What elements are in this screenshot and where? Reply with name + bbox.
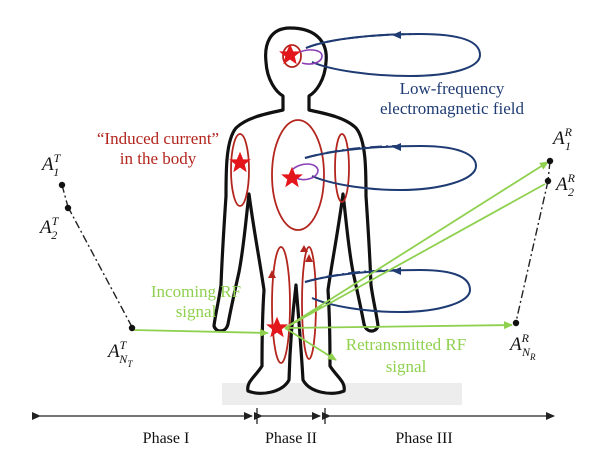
field-arrowheads [392, 31, 401, 275]
field-loop-top-dash [305, 33, 421, 49]
low-freq-label-line1: Low-frequency [400, 79, 505, 98]
star-arm-icon [229, 151, 251, 173]
field-loop-middle-inner [291, 163, 319, 181]
rx-antenna-2 [544, 177, 552, 185]
field-loop-middle-dash [304, 145, 401, 159]
phase-2-label: Phase II [265, 430, 317, 447]
phase-1-label: Phase I [143, 430, 190, 447]
tx-array-link-1 [61, 184, 69, 208]
incoming-label-line2: signal [176, 302, 217, 321]
human-body [212, 26, 380, 395]
current-loop-right-arm [334, 133, 350, 203]
current-sources [229, 43, 303, 338]
retransmitted-down [284, 327, 337, 361]
phase-axis [32, 408, 555, 424]
rx-array-link-1 [547, 160, 551, 182]
induced-label-line2: in the body [120, 149, 197, 168]
current-loop-torso [271, 119, 325, 231]
field-arrow-middle [392, 143, 401, 151]
tx-antenna-n [128, 324, 136, 332]
field-arrow-top [392, 31, 401, 39]
incoming-rf-line [132, 328, 269, 337]
em-field-loops [291, 32, 482, 314]
retransmitted-to-rx2 [284, 183, 546, 329]
phase-3-label: Phase III [395, 430, 452, 447]
retransmitted-label-line1: Retransmitted RF [346, 335, 466, 354]
tx-array [58, 181, 136, 332]
rx-antenna-1 [546, 157, 554, 165]
rx-array [512, 157, 554, 327]
current-arrow-1 [268, 270, 276, 278]
incoming-label-line1: Incoming RF [151, 282, 241, 301]
retransmitted-to-rxn [284, 321, 513, 330]
current-loop-left-leg [271, 246, 291, 364]
induced-current-loops [230, 44, 350, 364]
star-leg-icon [266, 316, 288, 338]
body-outline [212, 26, 380, 395]
current-arrow-2 [305, 254, 313, 262]
current-loop-left-arm [230, 133, 250, 207]
star-head-icon [279, 43, 301, 65]
current-arrowheads [268, 245, 313, 278]
rx-array-link-2 [515, 180, 549, 323]
current-loop-head [282, 44, 302, 68]
retransmitted-to-rx1 [284, 161, 549, 329]
retransmitted-label-line2: signal [386, 357, 427, 376]
star-torso-icon [281, 166, 303, 188]
current-arrow-3 [300, 245, 308, 252]
field-loop-top-inner [299, 49, 323, 65]
field-loop-bottom-dash [304, 269, 401, 283]
retransmitted-short [284, 305, 323, 329]
rf-signals [132, 161, 549, 361]
induced-label-line1: “Induced current” [97, 129, 219, 148]
tx-array-link-2 [67, 206, 133, 328]
field-arrow-bottom [392, 267, 401, 275]
low-freq-label-line2: electromagnetic field [380, 99, 524, 118]
tx-antenna-2 [64, 204, 72, 212]
current-loop-right-leg [301, 246, 317, 360]
tx-antenna-1 [58, 181, 66, 189]
rx-antenna-n [512, 319, 520, 327]
